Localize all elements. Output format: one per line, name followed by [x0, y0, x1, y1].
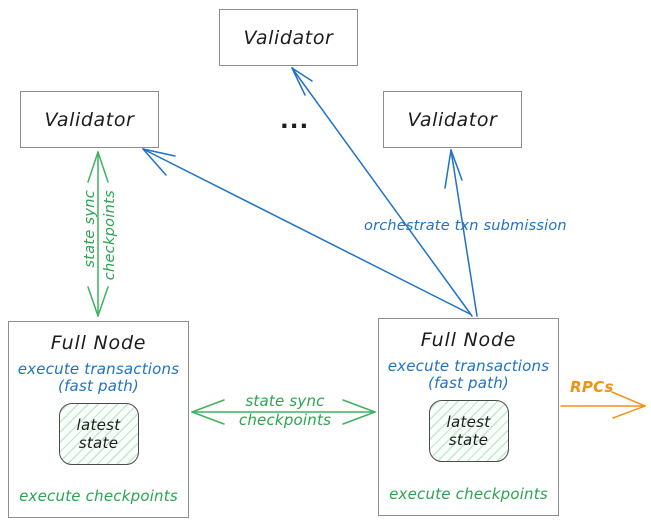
- full-node-left-execute-checkpoints: execute checkpoints: [19, 487, 178, 505]
- edge-fullnode-to-validator-right-head1: [444, 149, 452, 189]
- validator-top-box[interactable]: Validator: [219, 9, 358, 66]
- edge-label-state-sync-vertical-line2: checkpoints: [102, 190, 118, 281]
- full-node-right-execute-checkpoints-wrap: execute checkpoints: [379, 484, 558, 503]
- edge-label-state-sync-horizontal-line1: state sync: [245, 392, 325, 410]
- full-node-right-execute-transactions: execute transactions (fast path): [388, 358, 550, 392]
- full-node-left-execute-transactions-line1: execute transactions: [17, 360, 180, 378]
- edge-statesync-vertical-head-dn-a: [87, 286, 99, 317]
- validator-top-label: Validator: [243, 26, 334, 49]
- edge-statesync-vertical-head-up-a: [87, 151, 99, 183]
- edge-statesync-vertical-head-dn-b: [97, 286, 109, 317]
- full-node-left-latest-state-line1: latest: [76, 416, 121, 434]
- full-node-right-execute-checkpoints: execute checkpoints: [389, 485, 548, 503]
- edge-label-state-sync-horizontal-line2: checkpoints: [238, 411, 332, 429]
- edge-fullnode-to-validator-left-head1: [142, 148, 176, 157]
- edge-fullnode-to-validator-top: [291, 67, 473, 317]
- edge-fullnode-to-validator-left: [142, 148, 471, 315]
- edge-fullnode-to-validator-right-head2: [450, 149, 463, 181]
- validator-left-box[interactable]: Validator: [20, 91, 159, 148]
- edge-fullnode-to-validator-right: [450, 149, 478, 317]
- edge-statesync-horizontal-head-l-a: [191, 399, 225, 413]
- full-node-right-execute-transactions-line1: execute transactions: [387, 357, 550, 375]
- edge-rpcs-head-a: [611, 391, 646, 407]
- edge-statesync-horizontal-head-r-b: [342, 411, 376, 425]
- edge-rpcs-head-b: [612, 405, 646, 419]
- full-node-right-box[interactable]: Full Node execute transactions (fast pat…: [378, 318, 559, 516]
- full-node-right-latest-state-line1: latest: [446, 413, 491, 431]
- full-node-left-title: Full Node: [50, 332, 147, 354]
- edge-label-orchestrate-txn-submission: orchestrate txn submission: [364, 218, 567, 234]
- full-node-left-execute-transactions-line2: (fast path): [58, 377, 139, 395]
- full-node-right-latest-state-chip[interactable]: latest state: [428, 400, 509, 462]
- full-node-left-execute-transactions: execute transactions (fast path): [18, 361, 180, 395]
- edge-label-rpcs: RPCs: [570, 378, 614, 396]
- full-node-left-latest-state-chip[interactable]: latest state: [58, 403, 139, 465]
- edge-label-state-sync-vertical-line1: state sync: [82, 190, 98, 268]
- edge-fullnode-to-validator-top-head2: [291, 67, 313, 82]
- full-node-left-box[interactable]: Full Node execute transactions (fast pat…: [8, 321, 189, 518]
- full-node-right-title: Full Node: [420, 329, 517, 351]
- full-node-left-latest-state-line2: state: [78, 434, 119, 452]
- edge-label-state-sync-horizontal: state sync checkpoints: [230, 392, 340, 430]
- validator-right-box[interactable]: Validator: [383, 91, 522, 148]
- edge-statesync-vertical-head-up-b: [97, 151, 109, 183]
- validator-right-label: Validator: [407, 108, 498, 131]
- validator-left-label: Validator: [44, 108, 135, 131]
- edge-fullnode-to-validator-top-head1: [291, 67, 306, 96]
- full-node-right-latest-state-line2: state: [448, 431, 489, 449]
- validators-ellipsis: ...: [280, 108, 310, 134]
- edge-statesync-horizontal-head-l-b: [191, 411, 225, 425]
- edge-statesync-horizontal-head-r-a: [342, 399, 376, 413]
- full-node-right-execute-transactions-line2: (fast path): [428, 374, 509, 392]
- edge-fullnode-to-validator-left-head2: [142, 148, 167, 176]
- full-node-left-execute-checkpoints-wrap: execute checkpoints: [9, 486, 188, 505]
